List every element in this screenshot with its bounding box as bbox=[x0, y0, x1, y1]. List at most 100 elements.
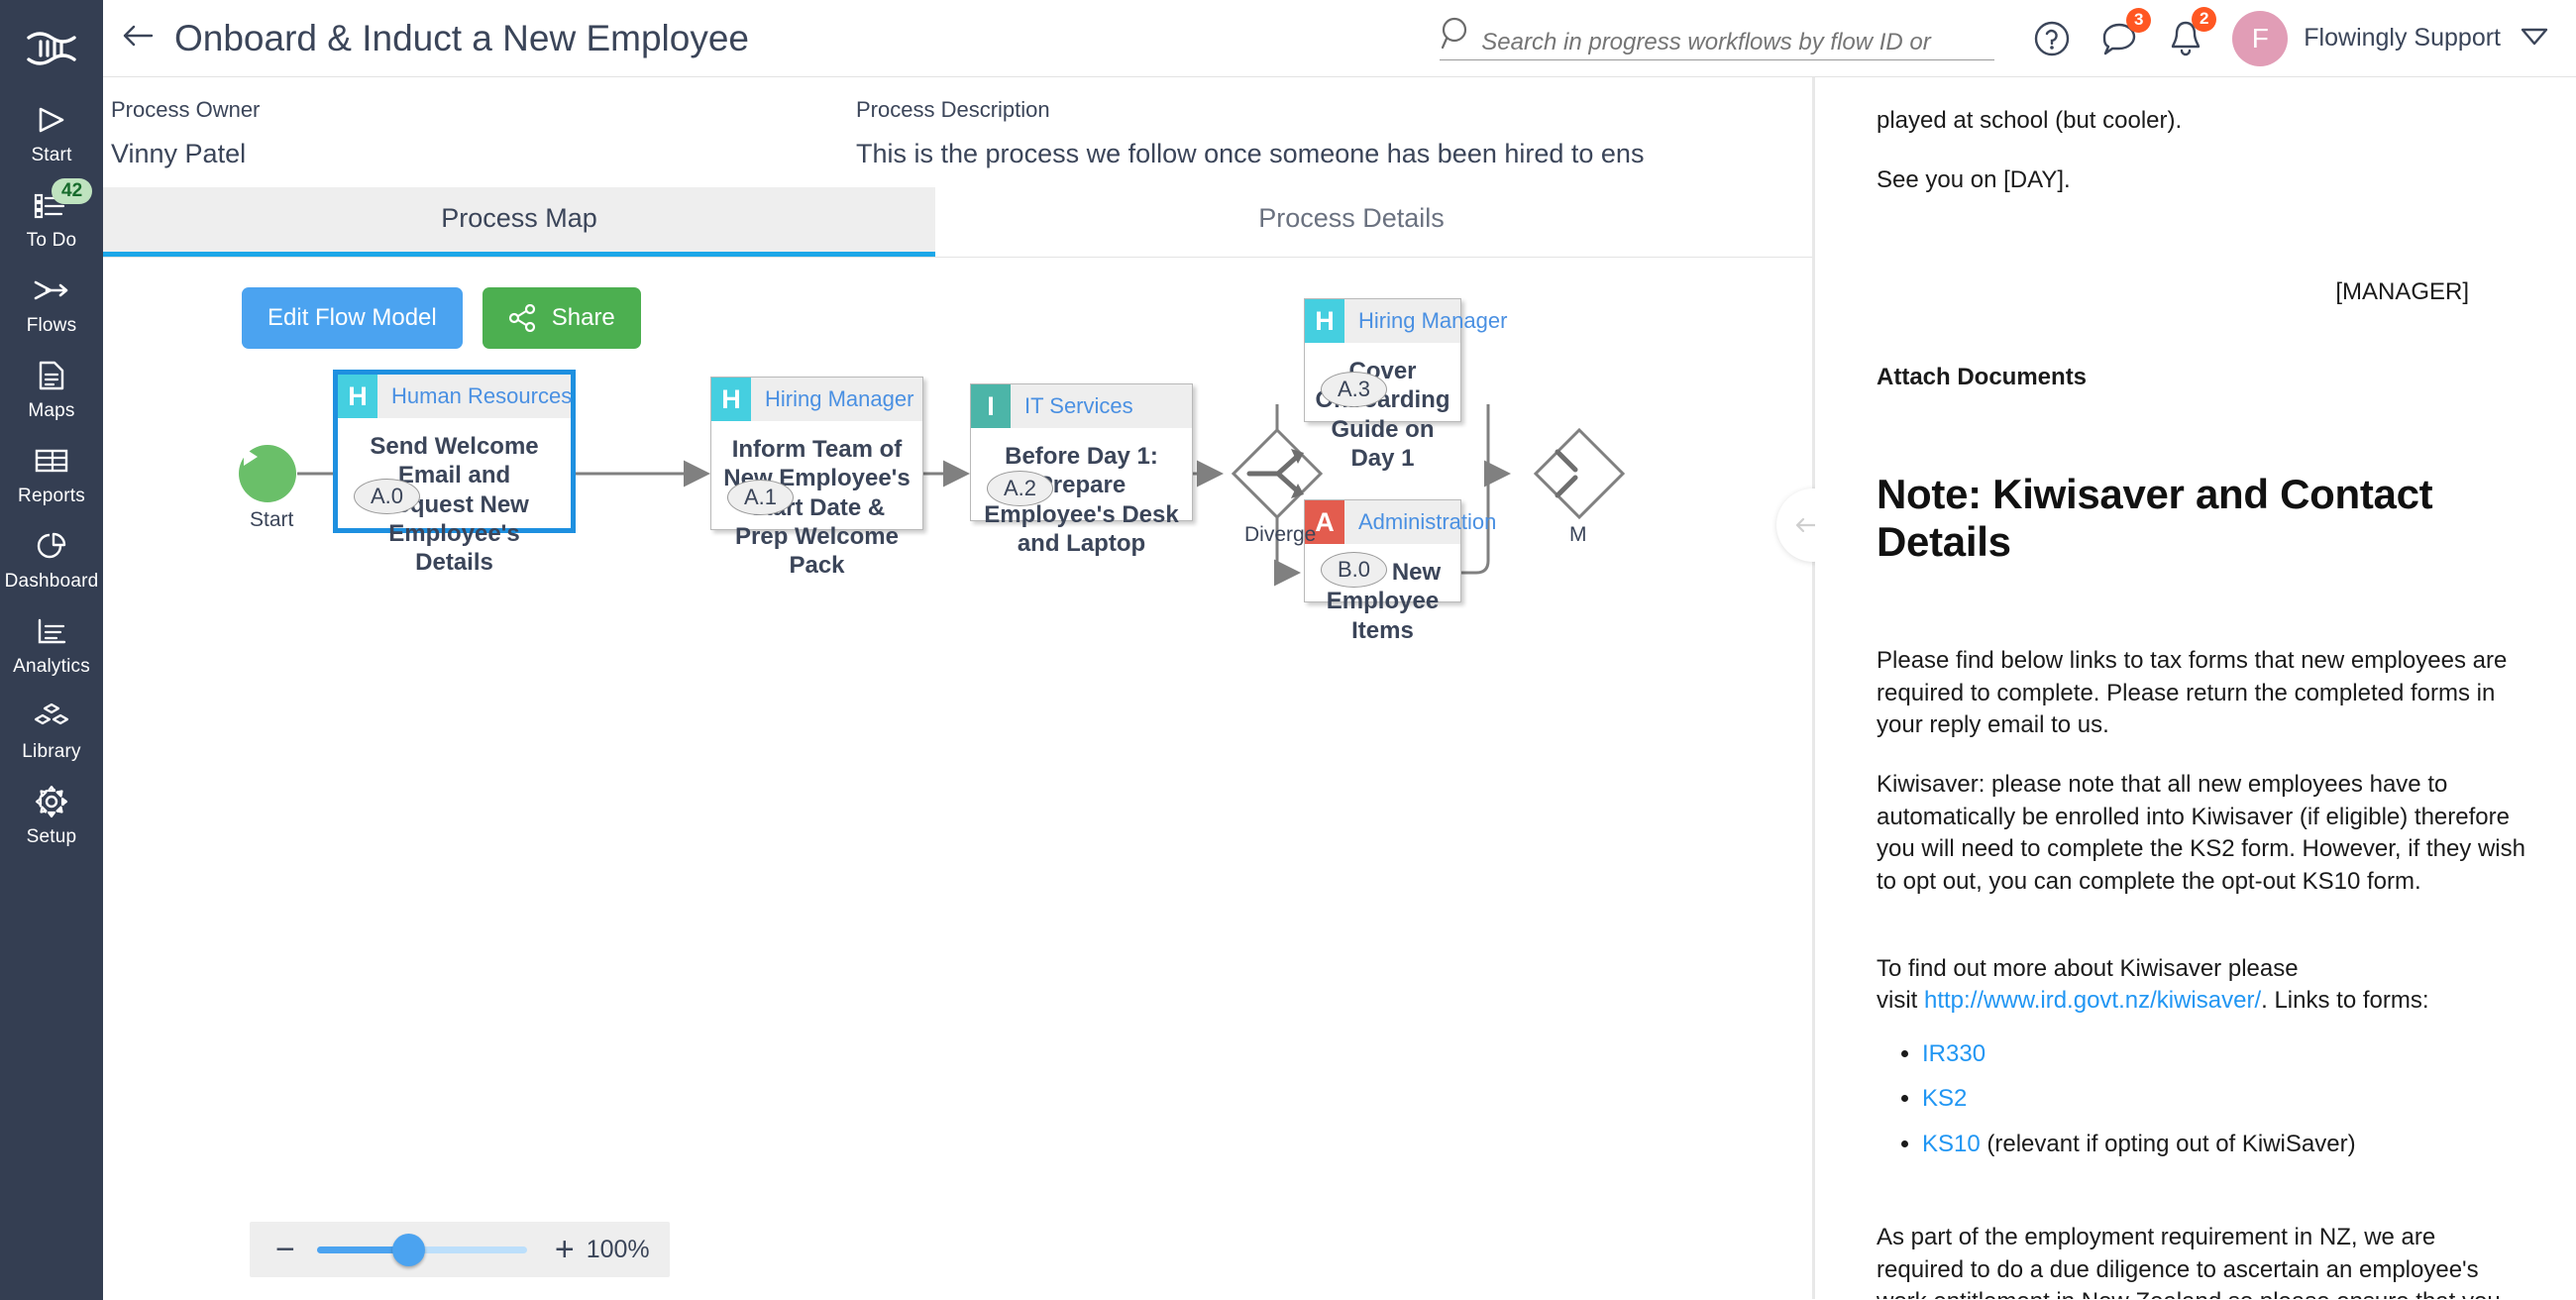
list-item: KS2 bbox=[1922, 1076, 2528, 1122]
rp-body-4: As part of the employment requirement in… bbox=[1877, 1224, 2501, 1299]
page-title: Onboard & Induct a New Employee bbox=[174, 17, 749, 58]
flow-node-b0[interactable]: A Administration Issue New Employee Item… bbox=[1304, 499, 1496, 644]
sidebar-label-library: Library bbox=[22, 741, 81, 762]
avatar[interactable]: F bbox=[2232, 10, 2289, 66]
zoom-out-button[interactable]: − bbox=[275, 1231, 295, 1268]
rp-note-heading: Note: Kiwisaver and Contact Details bbox=[1877, 471, 2433, 566]
back-arrow-icon[interactable] bbox=[121, 23, 155, 54]
rp-ird-link[interactable]: http://www.ird.govt.nz/kiwisaver/ bbox=[1924, 987, 2262, 1015]
sidebar-item-analytics[interactable]: Analytics bbox=[0, 598, 103, 684]
app-logo[interactable] bbox=[0, 10, 103, 87]
rp-body-1: Please find below links to tax forms tha… bbox=[1877, 647, 2508, 738]
action-buttons: Edit Flow Model Share bbox=[103, 258, 1812, 349]
flow-start-label: Start bbox=[250, 508, 294, 531]
flow-node-a0-tag: H bbox=[338, 375, 377, 418]
chat-bubble-icon bbox=[2103, 23, 2136, 54]
flow-node-a3-tag: H bbox=[1305, 299, 1344, 343]
chat-count-badge: 3 bbox=[2126, 7, 2152, 33]
search-input[interactable] bbox=[1481, 29, 1978, 56]
flow-node-a1-role: Hiring Manager bbox=[765, 386, 914, 411]
process-description-value: This is the process we follow once someo… bbox=[856, 139, 1645, 168]
zoom-slider[interactable] bbox=[316, 1233, 527, 1266]
flow-canvas[interactable]: Start H Human Resources Send Welcome Ema… bbox=[103, 298, 1812, 1197]
sidebar: Start 42 To Do Flows bbox=[0, 0, 103, 1300]
notifications-button[interactable]: 2 bbox=[2167, 6, 2217, 58]
flow-node-a1-header: H Hiring Manager bbox=[711, 378, 922, 421]
flow-node-a3-title: Cover Onboarding Guide on Day 1 bbox=[1315, 358, 1450, 472]
flow-start-node[interactable] bbox=[239, 445, 296, 502]
zoom-slider-handle[interactable] bbox=[391, 1233, 425, 1266]
flow-node-a0-header: H Human Resources bbox=[338, 375, 573, 418]
search-box[interactable] bbox=[1440, 16, 1995, 60]
flow-node-a1-tag: H bbox=[711, 378, 751, 421]
flow-node-a3-body: Cover Onboarding Guide on Day 1 bbox=[1305, 343, 1460, 473]
rp-body-2: Kiwisaver: please note that all new empl… bbox=[1877, 771, 2525, 895]
list-item: KS10 (relevant if opting out of KiwiSave… bbox=[1922, 1122, 2528, 1167]
flow-node-a3-header: H Hiring Manager bbox=[1305, 299, 1507, 343]
flow-node-a2-tag: I bbox=[971, 384, 1011, 428]
sidebar-item-flows[interactable]: Flows bbox=[0, 258, 103, 343]
process-map-pane: Process Owner Vinny Patel Process Descri… bbox=[103, 77, 1812, 1299]
flow-arrow-icon bbox=[29, 270, 74, 311]
flow-node-a2-role: IT Services bbox=[1024, 393, 1133, 418]
tab-process-map[interactable]: Process Map bbox=[103, 187, 935, 257]
flow-node-a0[interactable]: H Human Resources Send Welcome Email and… bbox=[333, 370, 576, 576]
flow-node-a2-id: A.2 bbox=[987, 471, 1054, 506]
rp-link-ks10[interactable]: KS10 bbox=[1922, 1130, 1981, 1157]
boxes-stack-icon bbox=[29, 696, 74, 737]
rp-body-3-visit: visit bbox=[1877, 987, 1924, 1015]
sidebar-item-todo[interactable]: 42 To Do bbox=[0, 172, 103, 258]
flow-node-a3[interactable]: H Hiring Manager Cover Onboarding Guide … bbox=[1304, 298, 1507, 472]
flow-node-a3-id: A.3 bbox=[1321, 372, 1388, 407]
chevron-down-icon[interactable] bbox=[2519, 25, 2550, 52]
flow-node-b0-id: B.0 bbox=[1321, 552, 1388, 588]
share-button[interactable]: Share bbox=[482, 287, 641, 349]
rp-form-links-list: IR330 KS2 KS10 (relevant if opting out o… bbox=[1922, 1031, 2528, 1167]
todo-count-badge: 42 bbox=[52, 178, 93, 204]
rp-signature: [MANAGER] bbox=[2335, 277, 2469, 305]
process-owner-label: Process Owner bbox=[111, 97, 261, 122]
sidebar-item-dashboard[interactable]: Dashboard bbox=[0, 513, 103, 598]
flow-node-a0-role: Human Resources bbox=[391, 383, 573, 408]
sidebar-label-reports: Reports bbox=[18, 486, 85, 506]
gateway-merge-label: M bbox=[1569, 523, 1587, 546]
rp-body-3-post: . Links to forms: bbox=[2261, 987, 2429, 1015]
top-bar-right: 3 2 F Flowingly Support bbox=[1440, 6, 2576, 66]
tab-process-details[interactable]: Process Details bbox=[1258, 203, 1445, 233]
play-triangle-icon bbox=[244, 448, 258, 466]
sidebar-item-reports[interactable]: Reports bbox=[0, 428, 103, 513]
zoom-in-button[interactable]: + bbox=[554, 1231, 575, 1268]
share-button-label: Share bbox=[551, 304, 615, 331]
flow-node-a1[interactable]: H Hiring Manager Inform Team of New Empl… bbox=[710, 377, 923, 579]
process-details-pane[interactable]: played at school (but cooler). See you o… bbox=[1815, 77, 2576, 1299]
notification-count-badge: 2 bbox=[2192, 6, 2217, 32]
rp-paragraph-seeyou: See you on [DAY]. bbox=[1877, 166, 2071, 194]
flow-node-a2-header: I IT Services bbox=[971, 384, 1192, 428]
zoom-slider-fill bbox=[316, 1246, 406, 1253]
sidebar-label-flows: Flows bbox=[26, 315, 77, 336]
rp-link-ks2[interactable]: KS2 bbox=[1922, 1085, 1968, 1113]
sidebar-item-maps[interactable]: Maps bbox=[0, 343, 103, 428]
sidebar-label-dashboard: Dashboard bbox=[4, 571, 99, 592]
bar-lines-icon bbox=[29, 610, 74, 652]
sidebar-item-start[interactable]: Start bbox=[0, 87, 103, 172]
flow-node-b0-header: A Administration bbox=[1305, 500, 1496, 544]
process-owner-value: Vinny Patel bbox=[111, 139, 247, 168]
sidebar-item-setup[interactable]: Setup bbox=[0, 769, 103, 854]
search-icon bbox=[1440, 16, 1473, 56]
user-name: Flowingly Support bbox=[2304, 24, 2501, 52]
zoom-control[interactable]: − + 100% bbox=[250, 1222, 670, 1277]
flow-node-b0-tag: A bbox=[1305, 500, 1344, 544]
list-item: IR330 bbox=[1922, 1031, 2528, 1077]
edit-flow-model-button[interactable]: Edit Flow Model bbox=[242, 287, 463, 349]
rp-link-ir330[interactable]: IR330 bbox=[1922, 1039, 1986, 1067]
flow-node-a2[interactable]: I IT Services Before Day 1: Prepare Empl… bbox=[970, 383, 1193, 557]
sidebar-item-library[interactable]: Library bbox=[0, 684, 103, 769]
content-row: Process Owner Vinny Patel Process Descri… bbox=[103, 77, 2576, 1299]
help-button[interactable] bbox=[2032, 19, 2072, 58]
pie-chart-icon bbox=[29, 525, 74, 567]
chat-button[interactable]: 3 bbox=[2099, 7, 2152, 57]
process-description-block: Process Description This is the process … bbox=[856, 97, 1812, 169]
sidebar-label-analytics: Analytics bbox=[13, 656, 90, 677]
